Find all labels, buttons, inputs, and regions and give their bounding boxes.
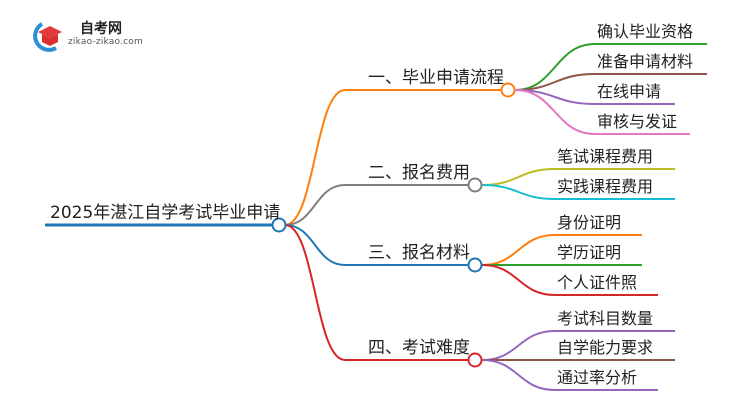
leaf-node[interactable]: 学历证明 <box>557 243 622 262</box>
logo[interactable]: 自考网 zikao-zikao.com <box>28 18 158 52</box>
leaf-node[interactable]: 审核与发证 <box>597 112 678 131</box>
logo-url: zikao-zikao.com <box>68 37 143 47</box>
leaf-connector <box>514 43 596 91</box>
leaf-node[interactable]: 在线申请 <box>597 82 662 101</box>
leaf-connector <box>481 264 556 296</box>
logo-title: 自考网 <box>80 21 122 37</box>
leaf-node[interactable]: 笔试课程费用 <box>557 147 654 166</box>
branch-node[interactable]: 三、报名材料 <box>368 243 470 263</box>
leaf-node[interactable]: 实践课程费用 <box>557 177 654 196</box>
branch-node[interactable]: 一、毕业申请流程 <box>368 68 504 88</box>
leaf-node[interactable]: 身份证明 <box>557 213 622 232</box>
branch-collapse-toggle <box>500 82 516 98</box>
branch-connector <box>284 184 346 226</box>
leaf-node[interactable]: 确认毕业资格 <box>597 22 694 41</box>
branch-connector <box>284 224 346 266</box>
leaf-node[interactable]: 自学能力要求 <box>557 338 654 357</box>
leaf-node[interactable]: 通过率分析 <box>557 368 638 387</box>
branch-connector <box>284 89 346 226</box>
leaf-node[interactable]: 准备申请材料 <box>597 52 694 71</box>
leaf-node[interactable]: 个人证件照 <box>557 273 638 292</box>
leaf-connector <box>481 234 556 266</box>
root-node[interactable]: 2025年湛江自学考试毕业申请 <box>50 203 281 223</box>
leaf-connector <box>481 359 556 391</box>
leaf-connector <box>481 168 556 186</box>
branch-collapse-toggle <box>467 257 483 273</box>
branch-node[interactable]: 二、报名费用 <box>368 163 470 183</box>
branch-collapse-toggle <box>467 352 483 368</box>
graduation-cap-logo-icon <box>33 22 62 52</box>
leaf-connector <box>514 89 596 135</box>
root-collapse-toggle <box>271 217 287 233</box>
leaf-connector <box>481 184 556 200</box>
leaf-node[interactable]: 考试科目数量 <box>557 309 654 328</box>
branch-connector <box>284 224 346 361</box>
branch-collapse-toggle <box>467 177 483 193</box>
leaf-connector <box>481 330 556 361</box>
branch-node[interactable]: 四、考试难度 <box>368 338 470 358</box>
